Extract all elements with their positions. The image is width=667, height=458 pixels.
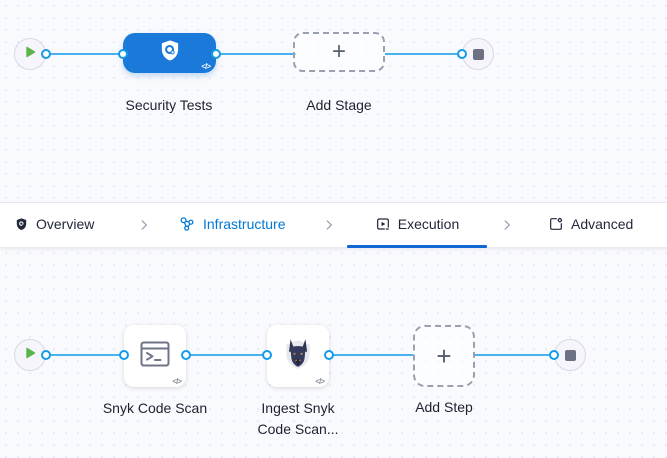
connector-port (324, 350, 334, 360)
security-shield-icon (157, 38, 183, 69)
connector-line (385, 53, 462, 55)
stage-node-security-tests[interactable]: </> (123, 33, 216, 73)
plus-icon: + (436, 340, 452, 371)
chevron-right-icon (322, 218, 336, 232)
connector-line (216, 53, 296, 55)
active-tab-underline (347, 245, 487, 248)
tab-overview[interactable]: Overview (14, 203, 94, 245)
step-node-snyk-code-scan[interactable]: </> (124, 325, 186, 387)
connector-port (118, 49, 128, 59)
tab-advanced[interactable]: Advanced (548, 203, 633, 245)
advanced-gear-doc-icon (548, 216, 564, 232)
connector-port (262, 350, 272, 360)
stop-icon (472, 48, 484, 60)
connector-line (46, 53, 123, 55)
connector-port (181, 350, 191, 360)
add-stage-button[interactable]: + (293, 32, 385, 72)
stop-icon (564, 349, 576, 361)
connector-line (475, 354, 554, 356)
stage-canvas: </> + Security Tests Add Stage (0, 0, 667, 202)
tab-label: Execution (397, 216, 460, 232)
connector-port (119, 350, 129, 360)
code-view-badge: </> (201, 62, 211, 71)
step-label: Snyk Code Scan (102, 400, 208, 416)
tab-execution-wrap: Execution (347, 203, 487, 248)
play-icon (24, 346, 36, 364)
tab-infrastructure[interactable]: Infrastructure (178, 203, 285, 245)
stage-config-tabbar: Overview Infrastructure (0, 202, 667, 248)
snyk-logo-icon (281, 337, 315, 376)
execution-step-canvas: </> </> + Snyk Code Scan Ingest Sn (0, 247, 667, 458)
infrastructure-icon (178, 215, 196, 233)
connector-line (186, 354, 267, 356)
connector-line (329, 354, 413, 356)
tab-label: Advanced (571, 216, 634, 232)
plus-icon: + (331, 38, 346, 65)
connector-port (41, 350, 51, 360)
connector-port (457, 49, 467, 59)
code-view-badge: </> (172, 377, 182, 386)
connector-line (46, 354, 124, 356)
play-icon (24, 45, 36, 63)
execution-play-icon (375, 216, 391, 232)
tab-label: Infrastructure (203, 216, 286, 232)
terminal-icon (140, 341, 170, 372)
add-stage-label: Add Stage (306, 97, 372, 113)
overview-shield-icon (14, 217, 29, 232)
code-view-badge: </> (315, 377, 325, 386)
connector-port (41, 49, 51, 59)
connector-port (211, 49, 221, 59)
pipeline-start-node (14, 38, 46, 70)
add-step-button[interactable]: + (413, 325, 475, 387)
chevron-right-icon (500, 218, 514, 232)
steps-start-node (14, 339, 46, 371)
step-label: Ingest Snyk Code Scan... (257, 400, 339, 437)
step-node-ingest-snyk[interactable]: </> (267, 325, 329, 387)
chevron-right-icon (137, 218, 151, 232)
pipeline-end-node (462, 38, 494, 70)
stage-label: Security Tests (125, 97, 213, 113)
tab-label: Overview (36, 216, 95, 232)
add-step-label: Add Step (415, 399, 473, 415)
tab-execution[interactable]: Execution (347, 203, 487, 245)
connector-port (549, 350, 559, 360)
